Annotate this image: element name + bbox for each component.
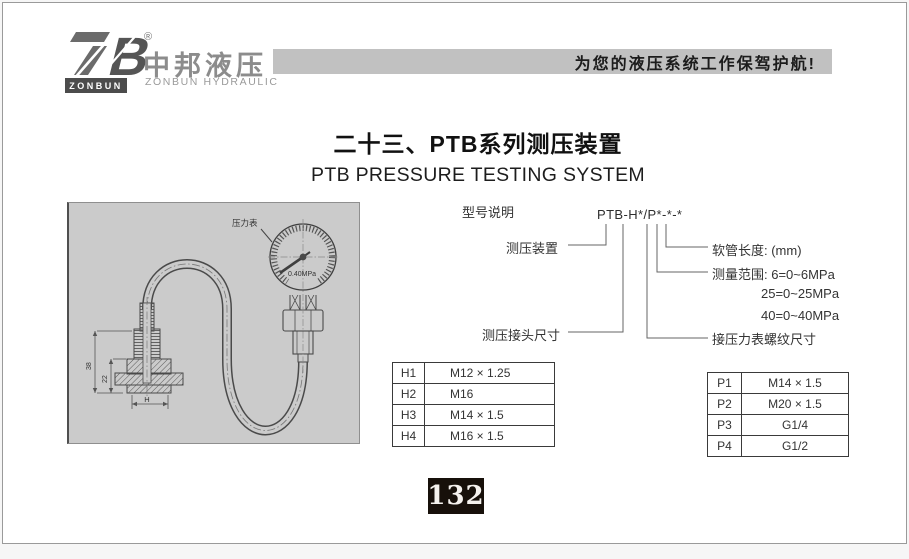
gauge-callout-label: 压力表 (232, 218, 258, 228)
dimension-h-label: H (144, 395, 149, 404)
pressure-gauge-drawing: 38 22 H (86, 218, 338, 436)
logo-box-label: ZONBUN (69, 81, 123, 91)
h-key: H3 (392, 404, 425, 426)
page-number-badge: 132 (427, 478, 485, 514)
h-value: M14 × 1.5 (424, 404, 555, 426)
table-row: P1 M14 × 1.5 (707, 372, 849, 394)
gauge-needle (279, 255, 304, 275)
callout-gauge-thread-label: 接压力表螺纹尺寸 (712, 332, 817, 347)
gauge-hub (299, 253, 307, 261)
table-row: P4 G1/2 (707, 435, 849, 457)
h-connector-size-table: H1 M12 × 1.25 H2 M16 H3 M14 × 1.5 H4 M16… (392, 362, 555, 447)
hose (142, 259, 308, 436)
logo-box (65, 78, 127, 93)
h-key: H2 (392, 383, 425, 405)
p-key: P2 (707, 393, 742, 415)
model-callout-lines (568, 224, 708, 339)
pressure-gauge-dial: 0.40MPa (268, 219, 338, 373)
h-key: H1 (392, 362, 425, 384)
callout-connector-size-label: 测压接头尺寸 (482, 328, 561, 343)
section-title-chinese: 二十三、PTB系列测压装置 (333, 131, 623, 157)
p-key: P3 (707, 414, 742, 436)
model-explanation-label: 型号说明 (462, 205, 515, 220)
dimension-22-label: 22 (102, 375, 109, 383)
p-key: P1 (707, 372, 742, 394)
p-key: P4 (707, 435, 742, 457)
callout-hose-length-label: 软管长度: (mm) (712, 243, 802, 258)
p-gauge-thread-table: P1 M14 × 1.5 P2 M20 × 1.5 P3 G1/4 P4 G1/… (707, 372, 849, 457)
dimension-38-label: 38 (86, 362, 93, 370)
table-row: H4 M16 × 1.5 (392, 425, 555, 447)
model-code: PTB-H*/P*-*-* (597, 207, 683, 222)
registered-trademark-icon: ® (144, 31, 152, 43)
h-value: M16 × 1.5 (424, 425, 555, 447)
logo-slash-decor (73, 32, 115, 80)
p-value: M20 × 1.5 (741, 393, 849, 415)
dimension-38 (92, 330, 132, 394)
logo-slash-decor2 (97, 32, 139, 80)
dimension-22 (108, 358, 126, 393)
zonbun-logo: B ® ZONBUN (65, 27, 157, 93)
gauge-callout-leader (260, 228, 273, 243)
dimension-h (131, 395, 169, 409)
brand-name-chinese: 中邦液压 (143, 51, 267, 81)
table-row: H1 M12 × 1.25 (392, 362, 555, 384)
table-row: H2 M16 (392, 383, 555, 405)
table-row: H3 M14 × 1.5 (392, 404, 555, 426)
test-fitting (114, 297, 184, 399)
logo-7-mark (70, 32, 110, 75)
h-value: M12 × 1.25 (424, 362, 555, 384)
section-title-english: PTB PRESSURE TESTING SYSTEM (311, 164, 645, 186)
h-value: M16 (424, 383, 555, 405)
p-value: G1/4 (741, 414, 849, 436)
gauge-reading: 0.40MPa (288, 271, 316, 278)
callout-range-option-25: 25=0~25MPa (761, 286, 840, 301)
table-row: P2 M20 × 1.5 (707, 393, 849, 415)
callout-range-option-40: 40=0~40MPa (761, 308, 840, 323)
p-value: M14 × 1.5 (741, 372, 849, 394)
slogan-bar: 为您的液压系统工作保驾护航! (273, 49, 832, 74)
page-number: 132 (427, 481, 485, 511)
technical-drawing-panel: 38 22 H (67, 202, 360, 444)
p-value: G1/2 (741, 435, 849, 457)
h-key: H4 (392, 425, 425, 447)
slogan-text: 为您的液压系统工作保驾护航! (574, 55, 816, 73)
table-row: P3 G1/4 (707, 414, 849, 436)
brand-name-english: ZONBUN HYDRAULIC (145, 76, 279, 88)
callout-device-label: 测压装置 (506, 241, 559, 256)
callout-range-label: 测量范围: 6=0~6MPa (712, 267, 835, 282)
